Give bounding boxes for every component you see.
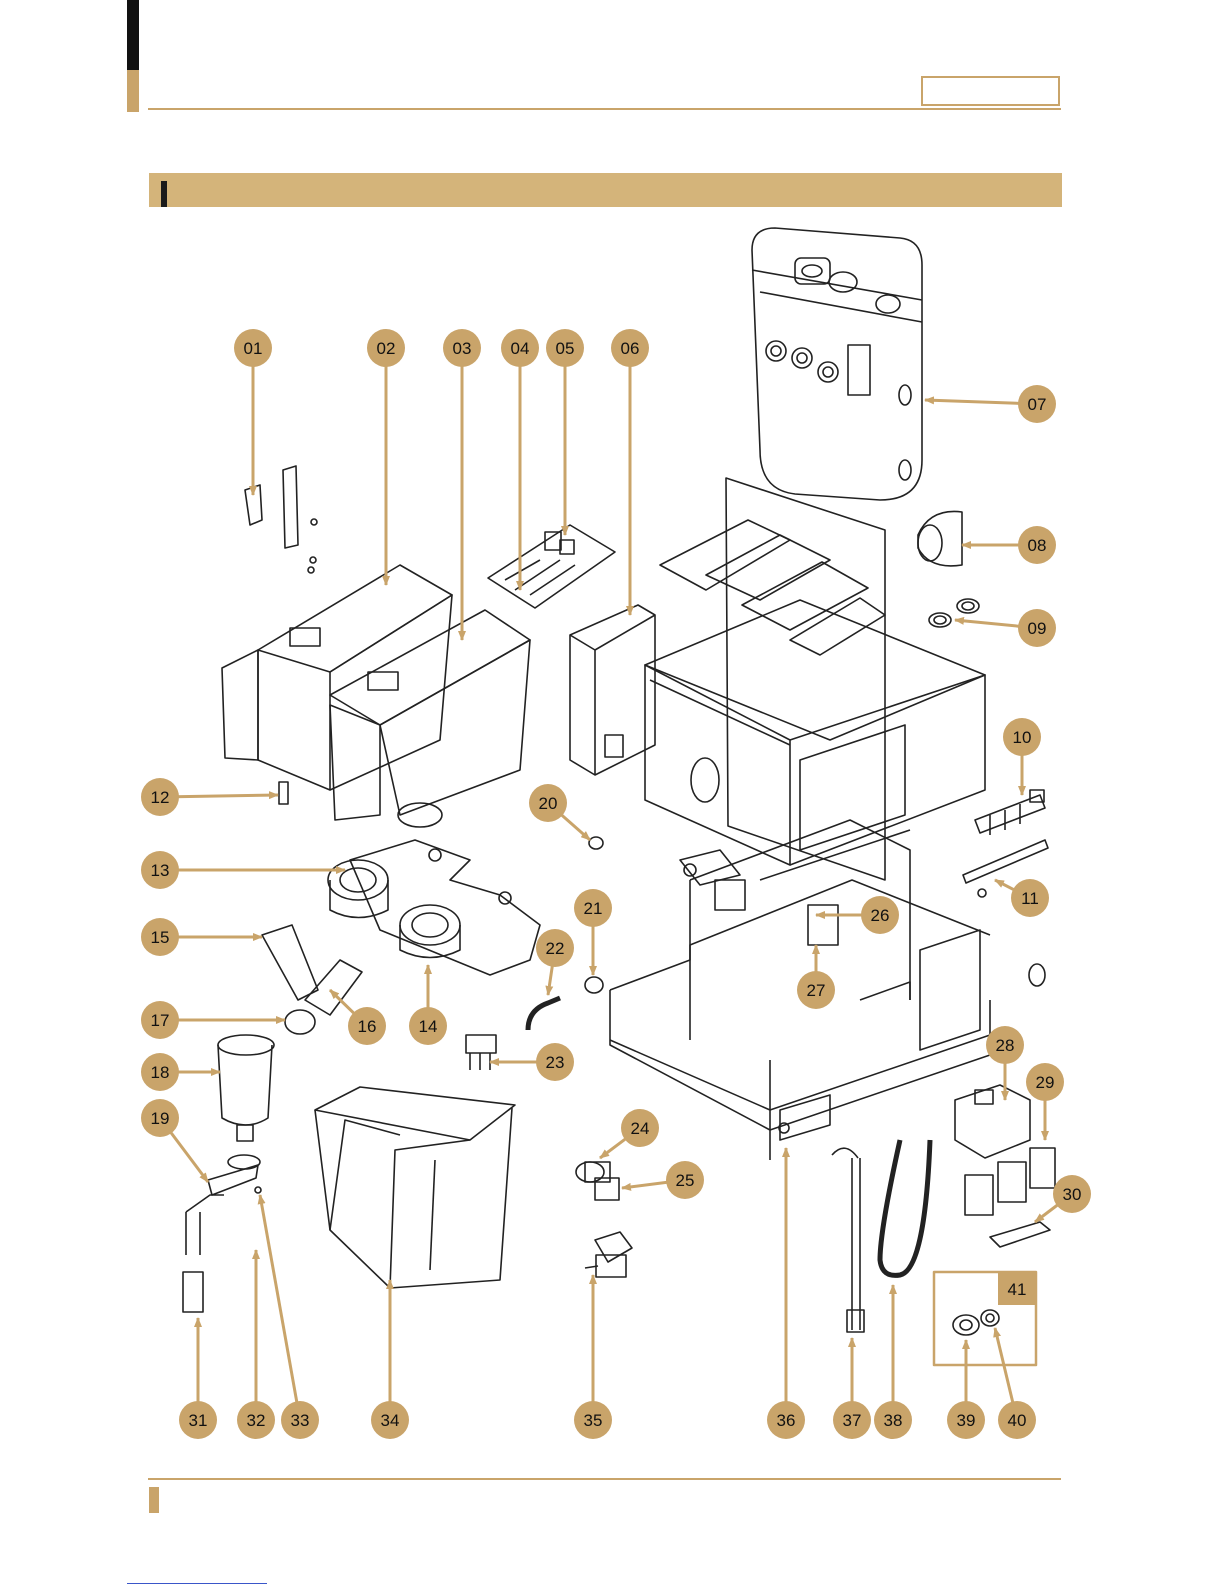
- part-08-cover-icon: [918, 511, 962, 565]
- callout-label-02: 02: [377, 339, 396, 358]
- part-30-plate-icon: [990, 1222, 1050, 1247]
- main-frame-icon: [610, 478, 990, 1160]
- callout-label-20: 20: [539, 794, 558, 813]
- callout-label-01: 01: [244, 339, 263, 358]
- callout-label-39: 39: [957, 1411, 976, 1430]
- part-23-connector-icon: [466, 1035, 496, 1070]
- callout-label-16: 16: [358, 1017, 377, 1036]
- part-01-latch-icon: [245, 466, 317, 573]
- callout-label-26: 26: [871, 906, 890, 925]
- callout-label-06: 06: [621, 339, 640, 358]
- callout-label-34: 34: [381, 1411, 400, 1430]
- part-04-05-board-icon: [488, 525, 615, 608]
- callout-label-35: 35: [584, 1411, 603, 1430]
- part-38-heater-icon: [880, 1140, 930, 1275]
- callout-label-31: 31: [189, 1411, 208, 1430]
- callout-label-41: 41: [1008, 1280, 1027, 1299]
- callout-label-13: 13: [151, 861, 170, 880]
- part-13-mixer-icon: [328, 840, 540, 975]
- part-34-waste-bin-icon: [315, 1087, 515, 1288]
- callout-label-03: 03: [453, 339, 472, 358]
- callout-label-07: 07: [1028, 395, 1047, 414]
- part-16-chute-icon: [305, 960, 362, 1015]
- part-03-hopper-icon: [330, 610, 530, 827]
- part-28-transformer-icon: [955, 1085, 1030, 1158]
- callout-label-23: 23: [546, 1053, 565, 1072]
- callout-label-33: 33: [291, 1411, 310, 1430]
- callout-label-28: 28: [996, 1036, 1015, 1055]
- part-21-fitting-icon: [585, 977, 603, 993]
- callout-label-12: 12: [151, 788, 170, 807]
- part-17-spout-icon: [285, 1010, 315, 1034]
- callout-label-09: 09: [1028, 619, 1047, 638]
- callout-label-17: 17: [151, 1011, 170, 1030]
- part-10-terminal-icon: [975, 790, 1045, 835]
- part-18-cup-icon: [218, 1035, 274, 1141]
- callout-label-18: 18: [151, 1063, 170, 1082]
- callout-label-24: 24: [631, 1119, 650, 1138]
- parts-drawing: [183, 228, 1055, 1365]
- part-15-chute-icon: [262, 925, 318, 1000]
- part-31-sleeve-icon: [183, 1272, 203, 1312]
- callout-label-21: 21: [584, 899, 603, 918]
- part-12-pad-icon: [279, 782, 288, 804]
- callout-label-19: 19: [151, 1109, 170, 1128]
- callout-label-25: 25: [676, 1171, 695, 1190]
- part-40-washer-icon: [981, 1310, 999, 1326]
- callout-label-08: 08: [1028, 536, 1047, 555]
- part-37-hose-icon: [832, 1148, 864, 1332]
- callout-label-10: 10: [1013, 728, 1032, 747]
- part-20-ring-icon: [589, 837, 603, 849]
- part-24-pump-icon: [576, 1162, 610, 1182]
- callout-label-11: 11: [1021, 889, 1039, 908]
- callout-label-40: 40: [1008, 1411, 1027, 1430]
- part-35-valve-icon: [585, 1232, 632, 1277]
- callout-label-04: 04: [511, 339, 530, 358]
- ring-icon: [1029, 964, 1045, 986]
- part-29-relays-icon: [965, 1148, 1055, 1215]
- part-14-mixer-icon: [400, 892, 511, 958]
- callout-label-22: 22: [546, 939, 565, 958]
- callout-label-38: 38: [884, 1411, 903, 1430]
- callout-label-30: 30: [1063, 1185, 1082, 1204]
- callout-label-36: 36: [777, 1411, 796, 1430]
- callout-label-32: 32: [247, 1411, 266, 1430]
- part-06-box-icon: [570, 605, 655, 775]
- part-02-hopper-icon: [222, 565, 452, 790]
- part-22-elbow-icon: [528, 998, 560, 1030]
- leader-line-33: [260, 1195, 300, 1420]
- callout-label-15: 15: [151, 928, 170, 947]
- callout-label-27: 27: [807, 981, 826, 1000]
- part-39-washer-icon: [953, 1315, 979, 1335]
- part-07-tank-icon: [752, 228, 922, 500]
- callout-label-37: 37: [843, 1411, 862, 1430]
- callout-label-29: 29: [1036, 1073, 1055, 1092]
- callout-label-14: 14: [419, 1017, 438, 1036]
- callout-label-05: 05: [556, 339, 575, 358]
